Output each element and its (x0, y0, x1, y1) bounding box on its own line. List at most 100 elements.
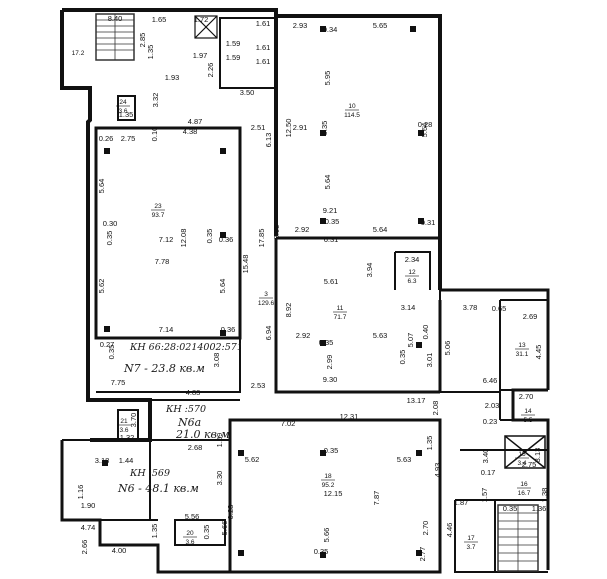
dimension-label: 9.21 (323, 206, 338, 215)
dimension-label: 2.77 (418, 547, 427, 562)
dimension-label: 5.07 (406, 333, 415, 348)
dimension-label: 12.31 (340, 412, 359, 421)
dimension-label: 1.61 (256, 43, 271, 52)
dimension-label: 7.75 (111, 378, 126, 387)
dimension-label: 1.38 (540, 488, 549, 503)
dimension-label: 2.69 (523, 312, 538, 321)
dimension-label: 7.14 (159, 325, 174, 334)
dimension-label: 2.34 (405, 255, 420, 264)
dimension-label: 5.64 (323, 175, 332, 190)
room-15-area: 3.4 (517, 460, 526, 467)
room-20-area: 3.6 (185, 539, 194, 546)
dimension-label: 1.65 (152, 15, 167, 24)
dimension-label: 0.40 (421, 325, 430, 340)
room-3-number: 3 (264, 291, 268, 298)
dimension-label: 0.35 (202, 525, 211, 540)
dimension-label: 1.57 (480, 488, 489, 503)
dimension-label: 3.78 (463, 303, 478, 312)
annotations: КН 66:28:0214002:571 N7 - 23.8 кв.м КН :… (117, 342, 243, 495)
dimension-label: 6.13 (264, 133, 273, 148)
dimension-label: 1.93 (165, 73, 180, 82)
room-13-area: 31.1 (516, 351, 529, 358)
dimension-label: 3.94 (365, 263, 374, 278)
dimension-label: 5.64 (218, 279, 227, 294)
dimension-label: 0.36 (219, 235, 234, 244)
room-13-number: 13 (518, 342, 526, 349)
dimension-label: 2.66 (80, 540, 89, 555)
room-labels: 17.210114.52393.73129.61171.7126.31331.1… (72, 50, 535, 551)
dimension-label: 1.59 (226, 53, 241, 62)
dimension-label: 0.35 (314, 547, 329, 556)
dimension-label: 0.35 (324, 446, 339, 455)
note-n7: N7 - 23.8 кв.м (123, 362, 205, 375)
dimension-label: 0.28 (418, 120, 433, 129)
dimension-label: 1.35 (425, 436, 434, 451)
note-n6: N6 - 48.1 кв.м (117, 482, 199, 495)
room-24-number: 24 (119, 99, 127, 106)
dimension-label: 2.51 (251, 123, 266, 132)
dimension-label: 12.15 (324, 489, 343, 498)
room-17-number: 17 (467, 535, 475, 542)
dimension-label: 3.01 (425, 353, 434, 368)
room-16-area: 16.7 (518, 490, 531, 497)
dimension-label: 1.97 (193, 51, 208, 60)
dimension-label: 2.92 (296, 331, 311, 340)
dimension-label: 2.75 (121, 134, 136, 143)
dimension-label: 0.31 (421, 218, 436, 227)
dimension-label: 5.95 (323, 71, 332, 86)
dimension-label: 1.44 (119, 456, 134, 465)
dimension-label: 1.59 (215, 433, 224, 448)
dimension-label: 0.35 (105, 231, 114, 246)
dimension-label: 5.64 (373, 225, 388, 234)
dimension-label: 2.70 (519, 392, 534, 401)
dimension-label: 5.63 (373, 331, 388, 340)
dimension-label: 4.93 (433, 463, 442, 478)
dimension-label: 7.12 (159, 235, 174, 244)
dimension-label: 3.18 (95, 456, 110, 465)
dimension-label: 3.70 (129, 413, 138, 428)
dimension-label: 1.32 (120, 433, 135, 442)
dimension-label: 2.75 (522, 460, 537, 469)
room-17-2-area: 17.2 (72, 50, 85, 57)
dimension-label: 1.36 (532, 504, 547, 513)
dimension-label: 5.62 (97, 279, 106, 294)
room-21-number: 21 (120, 418, 128, 425)
dimension-label: 4.46 (445, 523, 454, 538)
dimension-label: 5.63 (397, 455, 412, 464)
dimension-label: 12.50 (284, 119, 293, 138)
room-21-area: 3.6 (119, 427, 128, 434)
dimension-label: 0.28 (226, 505, 235, 520)
room-10-number: 10 (348, 103, 356, 110)
room-14-area: 5.5 (523, 417, 532, 424)
stairs-right (497, 504, 539, 572)
elevator-shaft (504, 435, 546, 469)
dimension-label: 5.56 (185, 512, 200, 521)
dimension-label: 17.85 (257, 229, 266, 248)
dimension-label: 0.35 (107, 345, 116, 360)
dimension-label: 1.90 (81, 501, 96, 510)
dimension-label: 4.83 (186, 388, 201, 397)
dimension-label: 12.08 (179, 229, 188, 248)
dimension-label: 1.35 (119, 110, 134, 119)
columns (102, 26, 424, 558)
dimension-label: 5.66 (322, 528, 331, 543)
dimension-label: 0.27 (100, 340, 115, 349)
cadastral-number-571: КН 66:28:0214002:571 (129, 342, 243, 353)
walls (60, 8, 550, 574)
room-16-number: 16 (520, 481, 528, 488)
room-11-number: 11 (337, 305, 344, 312)
dimension-label: 7.87 (372, 491, 381, 506)
dimension-label: 0.35 (325, 217, 340, 226)
dimension-label: 0.35 (205, 229, 214, 244)
room-20-number: 20 (186, 530, 194, 537)
room-15-number: 15 (518, 451, 526, 458)
dimension-label: 0.10 (150, 127, 159, 142)
dimension-label: 3.40 (481, 449, 490, 464)
room-17-area: 3.7 (466, 544, 475, 551)
dimension-label: 5.64 (420, 123, 429, 138)
dimension-label: 5.66 (220, 521, 229, 536)
note-n6a: N6а (177, 416, 201, 429)
dimension-label: 1.61 (256, 57, 271, 66)
